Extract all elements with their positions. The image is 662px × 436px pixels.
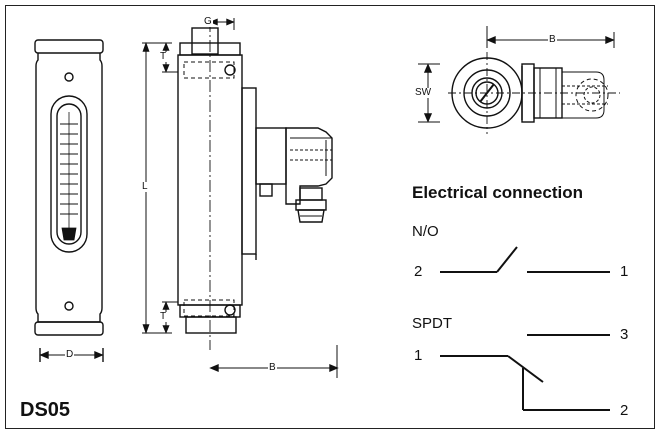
dim-b-side-label: B bbox=[268, 362, 277, 373]
spdt-terminal-left: 1 bbox=[414, 347, 423, 364]
sight-glass-outer bbox=[50, 95, 88, 253]
no-contact-label: N/O bbox=[412, 223, 439, 240]
plug-connector bbox=[255, 127, 333, 223]
top-view bbox=[418, 26, 620, 134]
dim-d-label: D bbox=[65, 349, 75, 360]
dim-g-label: G bbox=[203, 16, 213, 27]
dim-sw-label: SW bbox=[414, 87, 433, 98]
spdt-terminal-upper: 3 bbox=[620, 326, 629, 343]
dim-b-plug-label: B bbox=[548, 34, 557, 45]
dim-t-bottom-label: T bbox=[159, 311, 168, 322]
spdt-contact-label: SPDT bbox=[412, 315, 453, 332]
no-terminal-left: 2 bbox=[414, 263, 423, 280]
side-view bbox=[142, 18, 339, 378]
spdt-terminal-lower: 2 bbox=[620, 402, 629, 419]
drawing-frame bbox=[5, 5, 655, 429]
front-view bbox=[34, 39, 104, 362]
no-terminal-right: 1 bbox=[620, 263, 629, 280]
sight-glass-inner bbox=[56, 103, 82, 245]
model-title: DS05 bbox=[20, 399, 71, 421]
electrical-connection-heading: Electrical connection bbox=[412, 183, 583, 202]
scale-ticks bbox=[60, 123, 78, 215]
dim-t-top-label: T bbox=[159, 51, 168, 62]
dim-l-label: L bbox=[141, 181, 149, 192]
wiring-diagrams bbox=[440, 246, 610, 411]
